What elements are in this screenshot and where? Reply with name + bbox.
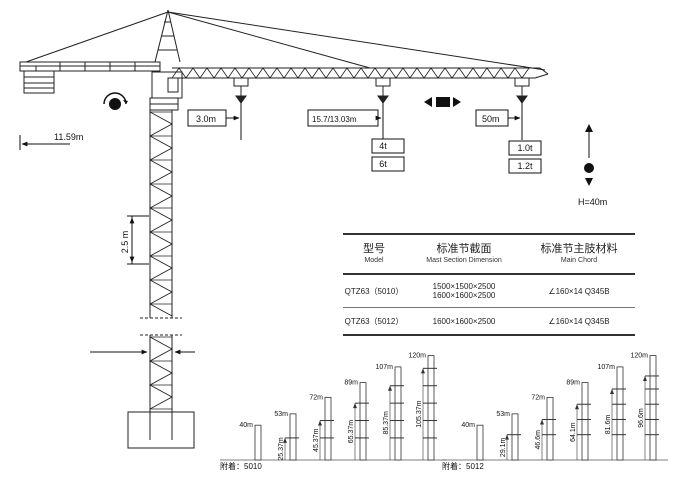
col-chord-zh: 标准节主肢材料 <box>540 243 618 255</box>
mast-top-label: 53m <box>496 411 510 418</box>
anchor-height-label: 96.6m <box>638 408 645 428</box>
mast-column <box>254 424 262 461</box>
mast-column <box>616 366 624 461</box>
load-tip-2: 1.2t <box>517 161 533 171</box>
main-jib <box>171 67 549 79</box>
hook-height-label: H=40m <box>578 197 607 207</box>
mast-column <box>289 413 297 461</box>
mast-top-label: 53m <box>274 411 288 418</box>
cab-slewing <box>149 71 183 111</box>
anchor-height-label: 46.6m <box>535 430 542 450</box>
anchor-dim-arrow <box>505 434 509 440</box>
row1-dim2: 1600×1600×2500 <box>432 291 496 300</box>
mast-column <box>581 382 589 461</box>
mast-break-marks <box>140 317 182 336</box>
dim-section-height: 2.5 m <box>120 231 130 254</box>
col-model-en: Model <box>364 257 384 264</box>
mast-column <box>394 366 402 461</box>
hook-near <box>233 77 249 104</box>
row2-chord: ∠160×14 Q345B <box>523 307 635 336</box>
mast-spec-table: 型号 Model 标准节截面 Mast Section Dimension 标准节主… <box>343 233 635 336</box>
anchor-height-label: 105.37m <box>416 400 423 427</box>
load-mid-2: 6t <box>379 159 387 169</box>
dimension-annotations <box>19 103 542 355</box>
anchor-height-label: 85.37m <box>383 411 390 435</box>
anchor-dim-arrow <box>575 404 579 410</box>
crane-structure <box>19 9 549 449</box>
trolley-travel-symbol <box>424 97 461 107</box>
col-chord-en: Main Chord <box>560 257 598 264</box>
col-section-zh: 标准节截面 <box>436 243 492 255</box>
anchor-dim-arrow <box>388 385 392 391</box>
anchor-height-label: 64.1m <box>570 422 577 442</box>
mast-column <box>649 355 657 461</box>
mast-column <box>359 382 367 461</box>
hook-mid <box>375 77 391 104</box>
mast-top-label: 107m <box>375 364 393 371</box>
anchor-height-label: 29.1m <box>500 437 507 457</box>
chart-caption: 附着：5010 <box>220 461 262 471</box>
anchor-dim-arrow <box>540 419 544 425</box>
mast-lacing <box>149 111 173 317</box>
dim-radius-max: 50m <box>482 114 500 124</box>
row2-dim1: 1600×1600×2500 <box>405 307 523 336</box>
load-mid-1: 4t <box>379 141 387 151</box>
row1-model: QTZ63（5010） <box>343 274 405 308</box>
mast-top-label: 120m <box>630 353 648 360</box>
mast-top-label: 89m <box>344 380 358 387</box>
anchor-dim-arrow <box>318 420 322 426</box>
anchor-dim-arrow <box>353 403 357 409</box>
mast-top-label: 72m <box>309 394 323 401</box>
mast-top-label: 40m <box>461 422 475 429</box>
mast-lacing <box>149 336 173 410</box>
dim-trolley-min: 3.0m <box>196 114 216 124</box>
anchor-height-label: 45.37m <box>313 428 320 452</box>
mast-column <box>511 413 519 461</box>
col-section-en: Mast Section Dimension <box>426 257 502 264</box>
row1-chord: ∠160×14 Q345B <box>523 274 635 308</box>
col-model-zh: 型号 <box>363 243 385 255</box>
table-row: QTZ63（5012） 1600×1600×2500 ∠160×14 Q345B <box>343 307 635 336</box>
anchorage-chart-5012: 40m 53m 29.1m 72m 46.6m 89m 64.1m 107m 81.6m 120m… <box>442 353 668 471</box>
anchor-dim-arrow <box>610 389 614 395</box>
anchorage-chart-5010: 40m 53m 25.37m 72m 45.37m 89m 65.37m 107m 85.37m… <box>220 353 446 471</box>
mast-top-label: 40m <box>239 422 253 429</box>
dim-jib-left: 11.59m <box>54 132 83 142</box>
mast-column <box>427 355 435 461</box>
foundation <box>127 411 195 449</box>
dim-radius-mid: 15.7/13.03m <box>312 115 357 124</box>
mast-column <box>476 424 484 461</box>
mast-top-label: 107m <box>597 364 615 371</box>
anchor-height-label: 65.37m <box>348 420 355 444</box>
counter-jib <box>19 61 161 94</box>
tower-head <box>25 9 546 71</box>
anchor-dim-arrow <box>283 437 287 443</box>
dimension-labels: 11.59m 3.0m 15.7/13.03m 50m 4t 6t 1.0t 1… <box>54 114 607 253</box>
chart-caption: 附着：5012 <box>442 461 484 471</box>
anchor-height-label: 81.6m <box>605 415 612 435</box>
hoist-symbol <box>584 124 594 186</box>
anchor-height-label: 25.37m <box>278 437 285 461</box>
row2-model: QTZ63（5012） <box>343 307 405 336</box>
mast-top-label: 89m <box>566 380 580 387</box>
anchor-dim-arrow <box>643 375 647 381</box>
mast-top-label: 72m <box>531 394 545 401</box>
mast-column <box>546 396 554 461</box>
jib-lacing <box>171 67 530 79</box>
row1-dim1: 1500×1500×2500 <box>432 282 496 291</box>
tower-mast <box>149 110 173 412</box>
load-tip-1: 1.0t <box>517 143 533 153</box>
slewing-symbol <box>103 92 128 110</box>
anchor-dim-arrow <box>421 368 425 374</box>
mast-column <box>324 396 332 461</box>
mast-top-label: 120m <box>408 353 426 360</box>
hook-tip <box>514 77 530 104</box>
